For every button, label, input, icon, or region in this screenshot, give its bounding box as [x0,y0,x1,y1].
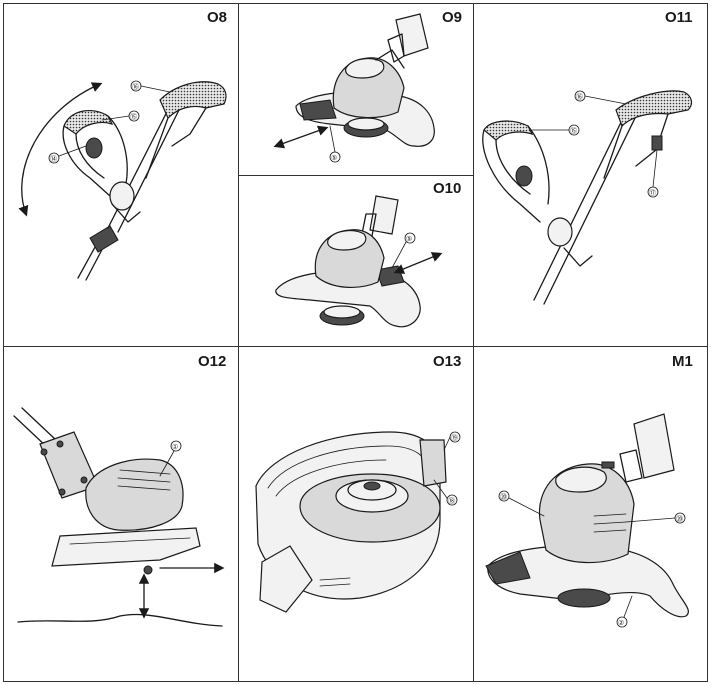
panel-label-o13: O13 [433,353,461,370]
panel-o9: O9 ⑤ [273,9,462,163]
callout-18-o13: ⑱ [448,497,455,505]
panel-label-o10: O10 [433,180,461,197]
panel-label-o8: O8 [207,9,227,26]
panel-label-o9: O9 [442,9,462,26]
callout-2-m1: ② [618,619,624,627]
callout-16: ⑯ [132,83,139,91]
callout-16-o11: ⑯ [576,93,583,101]
panel-o10: O10 ⑤ [275,180,461,328]
panel-o13: O13 ⑲ ⑱ [255,353,461,613]
callout-20-right-m1: ⑳ [676,515,683,523]
callout-15: ⑮ [130,113,137,121]
callout-15-o11: ⑮ [570,127,577,135]
callout-1-o12: ① [172,443,178,451]
panel-grid-lines [3,3,708,682]
callout-17-o11: ⑰ [649,189,656,197]
callout-14: ⑭ [50,155,57,163]
panel-o11: O11 ⑯ ⑮ ⑰ [482,9,693,305]
panel-label-o11: O11 [665,9,693,26]
callout-20-left-m1: ⑳ [500,493,507,501]
panel-label-o12: O12 [198,353,226,370]
panel-o8: O8 ⑭ ⑮ ⑯ [18,9,227,281]
panel-o12: O12 ① [13,353,226,627]
callout-5-o10: ⑤ [406,235,412,243]
callout-5-o9: ⑤ [331,154,337,162]
panel-m1: M1 ⑳ ⑳ ② [485,353,693,628]
panel-label-m1: M1 [672,353,693,370]
callout-19-o13: ⑲ [451,434,458,442]
